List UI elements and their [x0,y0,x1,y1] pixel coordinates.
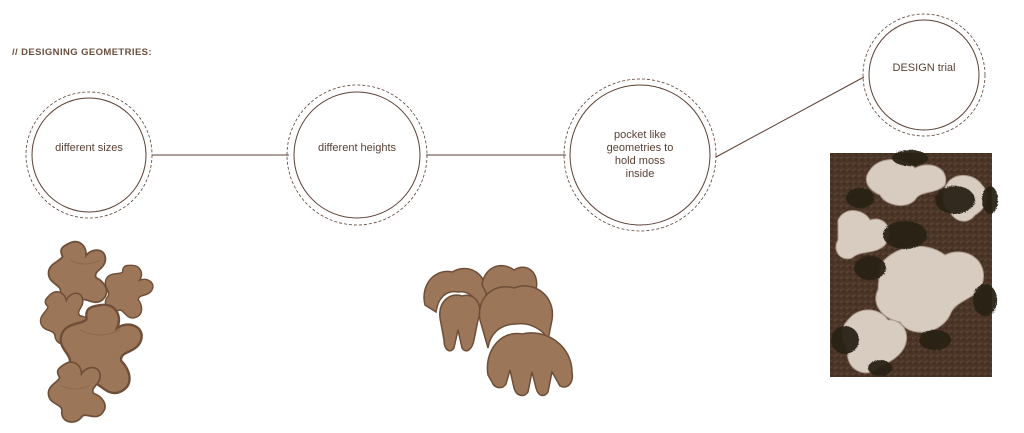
node-label-pocket-geometries: pocket like geometries to hold moss insi… [606,129,674,180]
image-different-heights [423,264,574,397]
node-label-design-trial: DESIGN trial [892,62,956,74]
node-circle-design [862,13,986,137]
node-label-different-heights: different heights [317,142,397,154]
image-design-trial [830,150,998,377]
node-circles [25,13,986,232]
node-circle-sizes [25,91,153,219]
node-circle-heights [286,84,428,226]
image-different-sizes [30,236,159,428]
connector-pocket-design [715,76,865,158]
node-label-different-sizes: different sizes [55,142,123,154]
section-heading: // DESIGNING GEOMETRIES: [12,47,152,58]
connector-lines [152,76,865,158]
node-circle-pocket [563,78,717,232]
